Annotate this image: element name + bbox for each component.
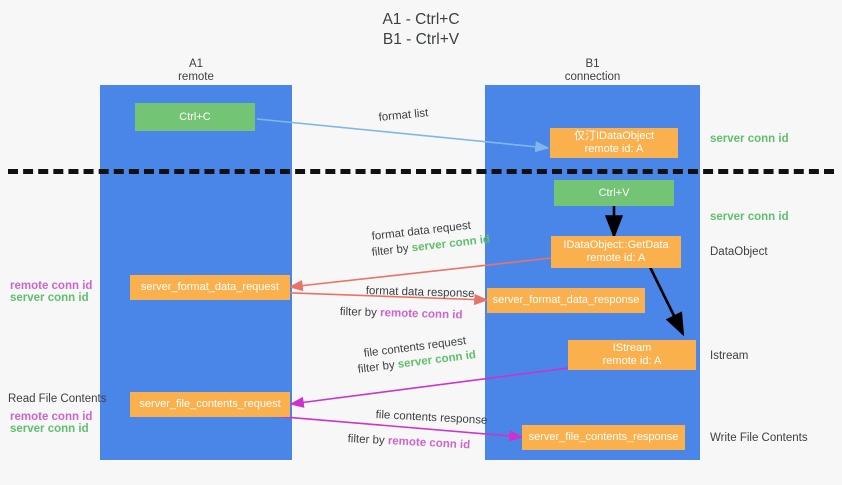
box-ctrl-c-label: Ctrl+C bbox=[179, 110, 211, 123]
box-idataobject-line2: remote id: A bbox=[584, 143, 644, 155]
lane-a1-name: A1 bbox=[188, 58, 204, 70]
annotation-file-contents-response-filter: filter by remote conn id bbox=[347, 432, 470, 452]
left-label-server-conn-id-2: server conn id bbox=[10, 423, 89, 435]
filter-by-label-1: filter by bbox=[371, 242, 410, 259]
left-label-read-file-contents: Read File Contents bbox=[8, 393, 107, 405]
lane-header-a1: A1 remote bbox=[100, 58, 292, 84]
title-line-2: B1 - Ctrl+V bbox=[382, 31, 460, 48]
box-getdata-line2: remote id: A bbox=[586, 252, 646, 264]
box-istream-line2: remote id: A bbox=[602, 355, 662, 367]
annotation-file-contents-response: file contents response bbox=[375, 408, 488, 427]
lane-a1-sub: remote bbox=[178, 71, 214, 83]
right-label-server-conn-id-mid: server conn id bbox=[710, 211, 789, 223]
dashed-divider bbox=[8, 169, 834, 174]
box-istream[interactable]: IStream remote id: A bbox=[568, 340, 696, 370]
filter-by-label-4: filter by bbox=[347, 432, 385, 447]
right-label-dataobject: DataObject bbox=[710, 246, 768, 258]
left-label-remote-conn-id-1: remote conn id bbox=[10, 280, 93, 292]
remote-conn-id-ref-1: remote conn id bbox=[379, 307, 463, 322]
right-label-write-file-contents: Write File Contents bbox=[710, 432, 808, 444]
box-server-file-contents-request-label: server_file_contents_request bbox=[139, 398, 281, 410]
box-server-format-data-response[interactable]: server_format_data_response bbox=[487, 288, 645, 313]
lane-b1-sub: connection bbox=[564, 71, 621, 83]
annotation-format-list: format list bbox=[378, 107, 429, 124]
page-title: A1 - Ctrl+C B1 - Ctrl+V bbox=[0, 10, 842, 50]
annotation-format-data-response-filter: filter by remote conn id bbox=[340, 305, 463, 322]
box-getdata-line1: IDataObject::GetData bbox=[563, 239, 669, 251]
box-idataobject-line1: 仅汀IDataObject bbox=[573, 130, 655, 142]
right-label-istream: Istream bbox=[710, 350, 749, 362]
box-ctrl-c[interactable]: Ctrl+C bbox=[135, 103, 255, 131]
box-istream-line1: IStream bbox=[612, 342, 652, 354]
box-server-file-contents-response[interactable]: server_file_contents_response bbox=[522, 425, 685, 450]
box-idataobject[interactable]: 仅汀IDataObject remote id: A bbox=[550, 128, 678, 158]
box-server-format-data-response-label: server_format_data_response bbox=[492, 294, 640, 306]
filter-by-label-3: filter by bbox=[357, 359, 396, 376]
box-ctrl-v-label: Ctrl+V bbox=[598, 186, 630, 199]
box-server-file-contents-request[interactable]: server_file_contents_request bbox=[130, 392, 290, 417]
left-label-server-conn-id-1: server conn id bbox=[10, 292, 89, 304]
box-ctrl-v[interactable]: Ctrl+V bbox=[554, 180, 674, 206]
box-getdata[interactable]: IDataObject::GetData remote id: A bbox=[551, 236, 681, 268]
left-label-remote-conn-id-2: remote conn id bbox=[10, 411, 93, 423]
right-label-server-conn-id-top: server conn id bbox=[710, 133, 789, 145]
lane-b1-name: B1 bbox=[585, 58, 600, 70]
title-line-1: A1 - Ctrl+C bbox=[382, 11, 460, 28]
filter-by-label-2: filter by bbox=[339, 305, 378, 320]
annotation-format-data-response: format data response bbox=[365, 284, 475, 301]
remote-conn-id-ref-2: remote conn id bbox=[387, 435, 471, 452]
lane-header-b1: B1 connection bbox=[485, 58, 700, 84]
box-server-file-contents-response-label: server_file_contents_response bbox=[528, 431, 679, 443]
box-server-format-data-request[interactable]: server_format_data_request bbox=[130, 275, 290, 300]
box-server-format-data-request-label: server_format_data_request bbox=[140, 281, 280, 293]
